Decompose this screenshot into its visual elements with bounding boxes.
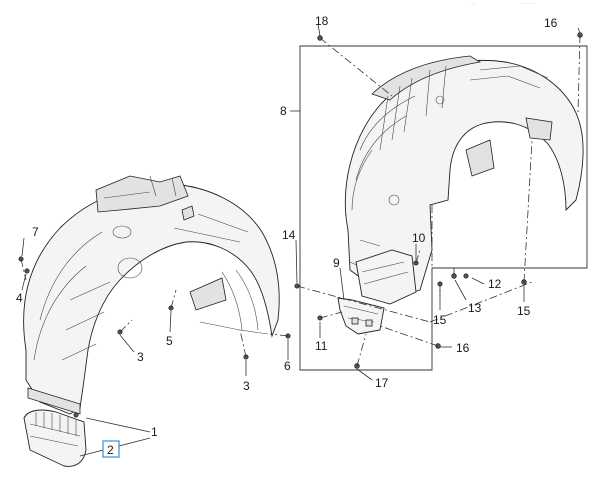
header-fragment-right: ........ (520, 0, 536, 6)
header-fragment-left: ... (470, 0, 476, 6)
callout-13[interactable]: 13 (468, 301, 482, 315)
callout-1[interactable]: 1 (151, 425, 158, 439)
callout-16-top[interactable]: 16 (544, 16, 558, 30)
callout-5[interactable]: 5 (166, 334, 173, 348)
callout-16-bottom[interactable]: 16 (456, 341, 470, 355)
callout-3-left[interactable]: 3 (137, 350, 144, 364)
callout-8[interactable]: 8 (280, 104, 287, 118)
bracket-part-9[interactable] (337, 297, 385, 335)
callout-2[interactable]: 2 (107, 443, 114, 457)
callout-2-highlight-box (102, 440, 120, 458)
assembly-frame (299, 45, 588, 371)
splash-shield-part-2[interactable] (23, 387, 87, 467)
callout-15-center[interactable]: 15 (433, 313, 447, 327)
callout-18[interactable]: 18 (315, 14, 329, 28)
callout-11[interactable]: 11 (315, 339, 328, 353)
callout-4[interactable]: 4 (16, 291, 23, 305)
callout-17[interactable]: 17 (375, 376, 389, 390)
callout-labels: 18 16 8 14 10 9 12 13 15 15 11 16 17 7 4… (16, 14, 558, 458)
callout-3-right[interactable]: 3 (243, 379, 250, 393)
left-wheelhouse-liner[interactable] (23, 175, 280, 415)
callout-6[interactable]: 6 (284, 359, 291, 373)
callout-9[interactable]: 9 (333, 256, 340, 270)
callout-14[interactable]: 14 (282, 228, 296, 242)
callout-7[interactable]: 7 (32, 225, 39, 239)
callout-15-right[interactable]: 15 (517, 304, 531, 318)
right-wheelhouse-liner[interactable] (344, 55, 584, 305)
callout-10[interactable]: 10 (412, 231, 426, 245)
leader-lines (20, 23, 581, 457)
callout-12[interactable]: 12 (488, 277, 502, 291)
